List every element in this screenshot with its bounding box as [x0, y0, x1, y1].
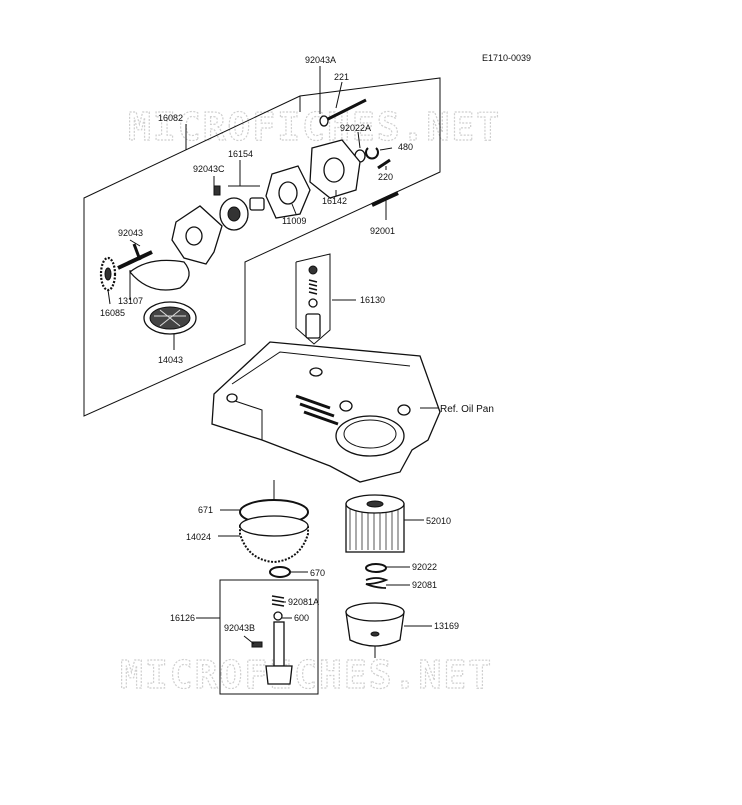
- label-16142: 16142: [322, 196, 347, 206]
- circlip-480: [365, 147, 379, 160]
- label-92022A: 92022A: [340, 123, 371, 133]
- label-ref-oil-pan: Ref. Oil Pan: [440, 404, 494, 415]
- label-16130: 16130: [360, 295, 385, 305]
- filter-bowl-13169: [345, 602, 405, 658]
- pin-92043: [132, 243, 142, 261]
- center-bolt-16126: [265, 621, 293, 685]
- bolt-group-box: [219, 579, 319, 695]
- label-16126: 16126: [170, 613, 195, 623]
- diagram-code: E1710-0039: [482, 53, 531, 63]
- watermark-bottom: MICROFICHES.NET: [120, 653, 493, 697]
- label-92043A: 92043A: [305, 55, 336, 65]
- label-52010: 52010: [426, 516, 451, 526]
- sprocket-16085: [99, 256, 117, 292]
- washer-92022: [365, 563, 387, 573]
- label-600: 600: [294, 613, 309, 623]
- rotor-16154: [219, 197, 265, 231]
- spring-92081: [365, 577, 389, 589]
- pump-plate: [129, 259, 190, 291]
- shaft-13107: [117, 250, 153, 270]
- pin-92043C: [213, 185, 221, 196]
- label-480: 480: [398, 142, 413, 152]
- label-11009: 11009: [282, 216, 306, 226]
- relief-valve-16130: [305, 265, 321, 339]
- pump-group-outline: [83, 77, 441, 417]
- label-16082: 16082: [158, 113, 183, 123]
- pin-92043B: [251, 641, 263, 648]
- label-14024: 14024: [186, 532, 211, 542]
- ball-600: [273, 611, 283, 621]
- relief-valve-box: [295, 253, 331, 345]
- bolt-221: [319, 98, 367, 127]
- label-92043: 92043: [118, 228, 143, 238]
- label-16085: 16085: [100, 308, 125, 318]
- label-92001: 92001: [370, 226, 395, 236]
- pin-220: [377, 158, 391, 170]
- label-13169: 13169: [434, 621, 459, 631]
- spring-92081A: [271, 595, 285, 607]
- oil-pan: [211, 341, 441, 483]
- oil-filter-52010: [345, 494, 405, 553]
- filter-cover-14024: [239, 515, 309, 564]
- o-ring-670: [269, 566, 291, 578]
- label-16154: 16154: [228, 149, 253, 159]
- label-13107: 13107: [118, 296, 143, 306]
- bolt-92001: [371, 191, 399, 207]
- label-92081A: 92081A: [288, 597, 319, 607]
- label-671: 671: [198, 505, 213, 515]
- strainer-14043: [143, 301, 197, 335]
- label-92043C: 92043C: [193, 164, 225, 174]
- label-14043: 14043: [158, 355, 183, 365]
- label-92081: 92081: [412, 580, 437, 590]
- leader-lines: [107, 66, 438, 645]
- label-670: 670: [310, 568, 325, 578]
- label-92043B: 92043B: [224, 623, 255, 633]
- label-92022: 92022: [412, 562, 437, 572]
- label-220: 220: [378, 172, 393, 182]
- label-221: 221: [334, 72, 349, 82]
- watermark-top: MICROFICHES.NET: [128, 105, 501, 149]
